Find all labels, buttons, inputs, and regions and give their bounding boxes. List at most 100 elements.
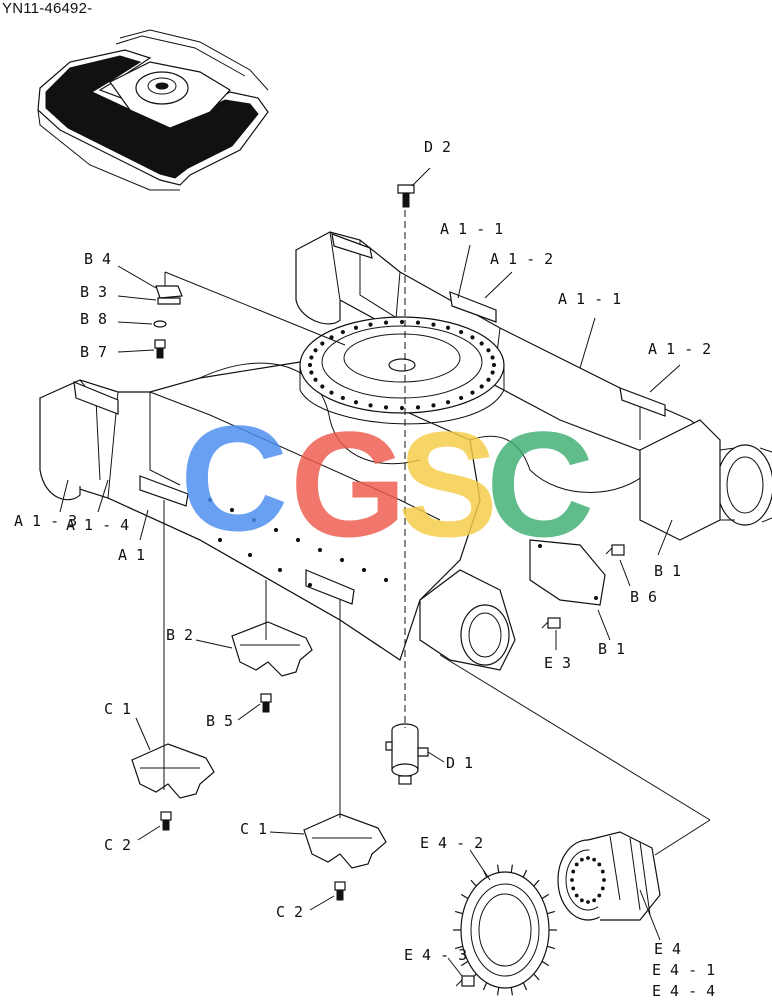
bolt-hole xyxy=(368,322,373,327)
label-a1-2-top: A 1 - 2 xyxy=(490,250,553,268)
label-e4-3: E 4 - 3 xyxy=(404,946,467,964)
label-b3: B 3 xyxy=(80,283,107,301)
bolt-hole xyxy=(491,362,497,368)
motor-bolt xyxy=(600,869,605,874)
watermark-letter-c1: C xyxy=(180,394,288,562)
motor-bolt xyxy=(592,857,597,862)
bolt-hole xyxy=(309,355,314,360)
bolt-hole xyxy=(415,320,421,325)
bolt-hole xyxy=(383,320,389,325)
label-b6: B 6 xyxy=(630,588,657,606)
motor-bolt xyxy=(571,886,576,891)
label-a1-2-right: A 1 - 2 xyxy=(648,340,711,358)
watermark-letter-c2: C xyxy=(486,400,594,568)
part-labels: D 2 A 1 - 1 A 1 - 2 A 1 - 1 A 1 - 2 B 4 … xyxy=(14,138,715,1000)
bolt-hole xyxy=(479,384,484,389)
label-b7: B 7 xyxy=(80,343,107,361)
label-a1-1-right: A 1 - 1 xyxy=(558,290,621,308)
label-c2-mid: C 2 xyxy=(276,903,303,921)
bolt-b5 xyxy=(260,693,272,713)
sprocket-tooth xyxy=(547,910,556,915)
bolt-hole xyxy=(329,390,334,395)
cover-plate xyxy=(529,539,606,606)
idler-end xyxy=(39,250,341,501)
bolt-hole xyxy=(340,395,345,401)
sprocket-tooth xyxy=(541,893,550,900)
sprocket-tooth xyxy=(533,973,540,981)
watermark-letter-s: S xyxy=(398,400,498,568)
bolt-hole xyxy=(309,370,314,375)
sprocket-tooth xyxy=(541,960,550,967)
sprocket-tooth xyxy=(522,982,528,991)
sprocket-tooth xyxy=(497,987,500,996)
label-a1-3: A 1 - 3 xyxy=(14,512,77,530)
label-b5: B 5 xyxy=(206,712,233,730)
label-b8: B 8 xyxy=(80,310,107,328)
label-b2: B 2 xyxy=(166,626,193,644)
washer-b8 xyxy=(153,320,167,328)
sprocket-tooth xyxy=(497,864,500,873)
bolt-e3 xyxy=(541,617,561,629)
bolt-hole xyxy=(431,322,436,327)
bolt-hole xyxy=(368,403,373,408)
sprocket-tooth xyxy=(470,879,477,887)
label-d1: D 1 xyxy=(446,754,473,772)
label-c2-left: C 2 xyxy=(104,836,131,854)
sprocket-tooth xyxy=(454,910,463,915)
bolt-hole xyxy=(340,329,345,335)
motor-bolt xyxy=(571,869,576,874)
bolt-hole xyxy=(490,355,495,360)
watermark: C G S C xyxy=(180,394,594,568)
sprocket-tooth xyxy=(522,869,528,878)
label-a1: A 1 xyxy=(118,546,145,564)
sprocket xyxy=(453,864,557,996)
bolt-hole xyxy=(320,341,325,346)
bolt-hole xyxy=(479,341,484,346)
label-c1-mid: C 1 xyxy=(240,820,267,838)
label-b1-upper: B 1 xyxy=(654,562,681,580)
motor-bolt xyxy=(602,878,606,882)
sprocket-tooth xyxy=(547,945,556,950)
sprocket-tooth xyxy=(460,960,469,967)
bolt-hole xyxy=(383,405,389,410)
label-d2: D 2 xyxy=(424,138,451,156)
track-frame xyxy=(39,231,721,661)
bracket-b4-b3 xyxy=(155,285,183,305)
undercarriage-thumbnail xyxy=(37,29,269,191)
sprocket-tooth xyxy=(454,945,463,950)
bolt-c2-left xyxy=(160,811,172,831)
bolt-b6 xyxy=(605,544,625,556)
bolt-hole xyxy=(415,405,421,410)
motor-bolt xyxy=(586,856,590,860)
bolt-d2 xyxy=(397,184,415,208)
swing-circle xyxy=(299,316,505,425)
bolt-holes xyxy=(207,497,389,588)
bolt-c2-mid xyxy=(334,881,346,901)
guard-c1-left xyxy=(131,743,215,799)
sprocket-tooth xyxy=(510,987,513,996)
swivel-joint xyxy=(385,723,429,785)
motor-bolt xyxy=(579,898,584,903)
motor-bolt xyxy=(579,857,584,862)
label-e3: E 3 xyxy=(544,654,571,672)
bolt-hole xyxy=(459,395,464,401)
guard-c1-mid xyxy=(303,813,387,869)
travel-motor-mount xyxy=(419,569,516,671)
bolt-hole xyxy=(486,377,491,382)
bolt-hole xyxy=(431,403,436,408)
drive-end xyxy=(639,419,772,541)
label-a1-1-top: A 1 - 1 xyxy=(440,220,503,238)
label-e4-1: E 4 - 1 xyxy=(652,961,715,979)
motor-bolt xyxy=(586,900,590,904)
bolt-hole xyxy=(353,400,359,405)
bolt-hole xyxy=(399,319,405,325)
label-e4-2: E 4 - 2 xyxy=(420,834,483,852)
motor-bolt xyxy=(600,886,605,891)
bolt-hole xyxy=(470,335,475,340)
sprocket-tooth xyxy=(482,982,488,991)
bolt-b7 xyxy=(154,339,166,359)
motor-bolt xyxy=(592,898,597,903)
sprocket-tooth xyxy=(460,893,469,900)
label-b1-lower: B 1 xyxy=(598,640,625,658)
